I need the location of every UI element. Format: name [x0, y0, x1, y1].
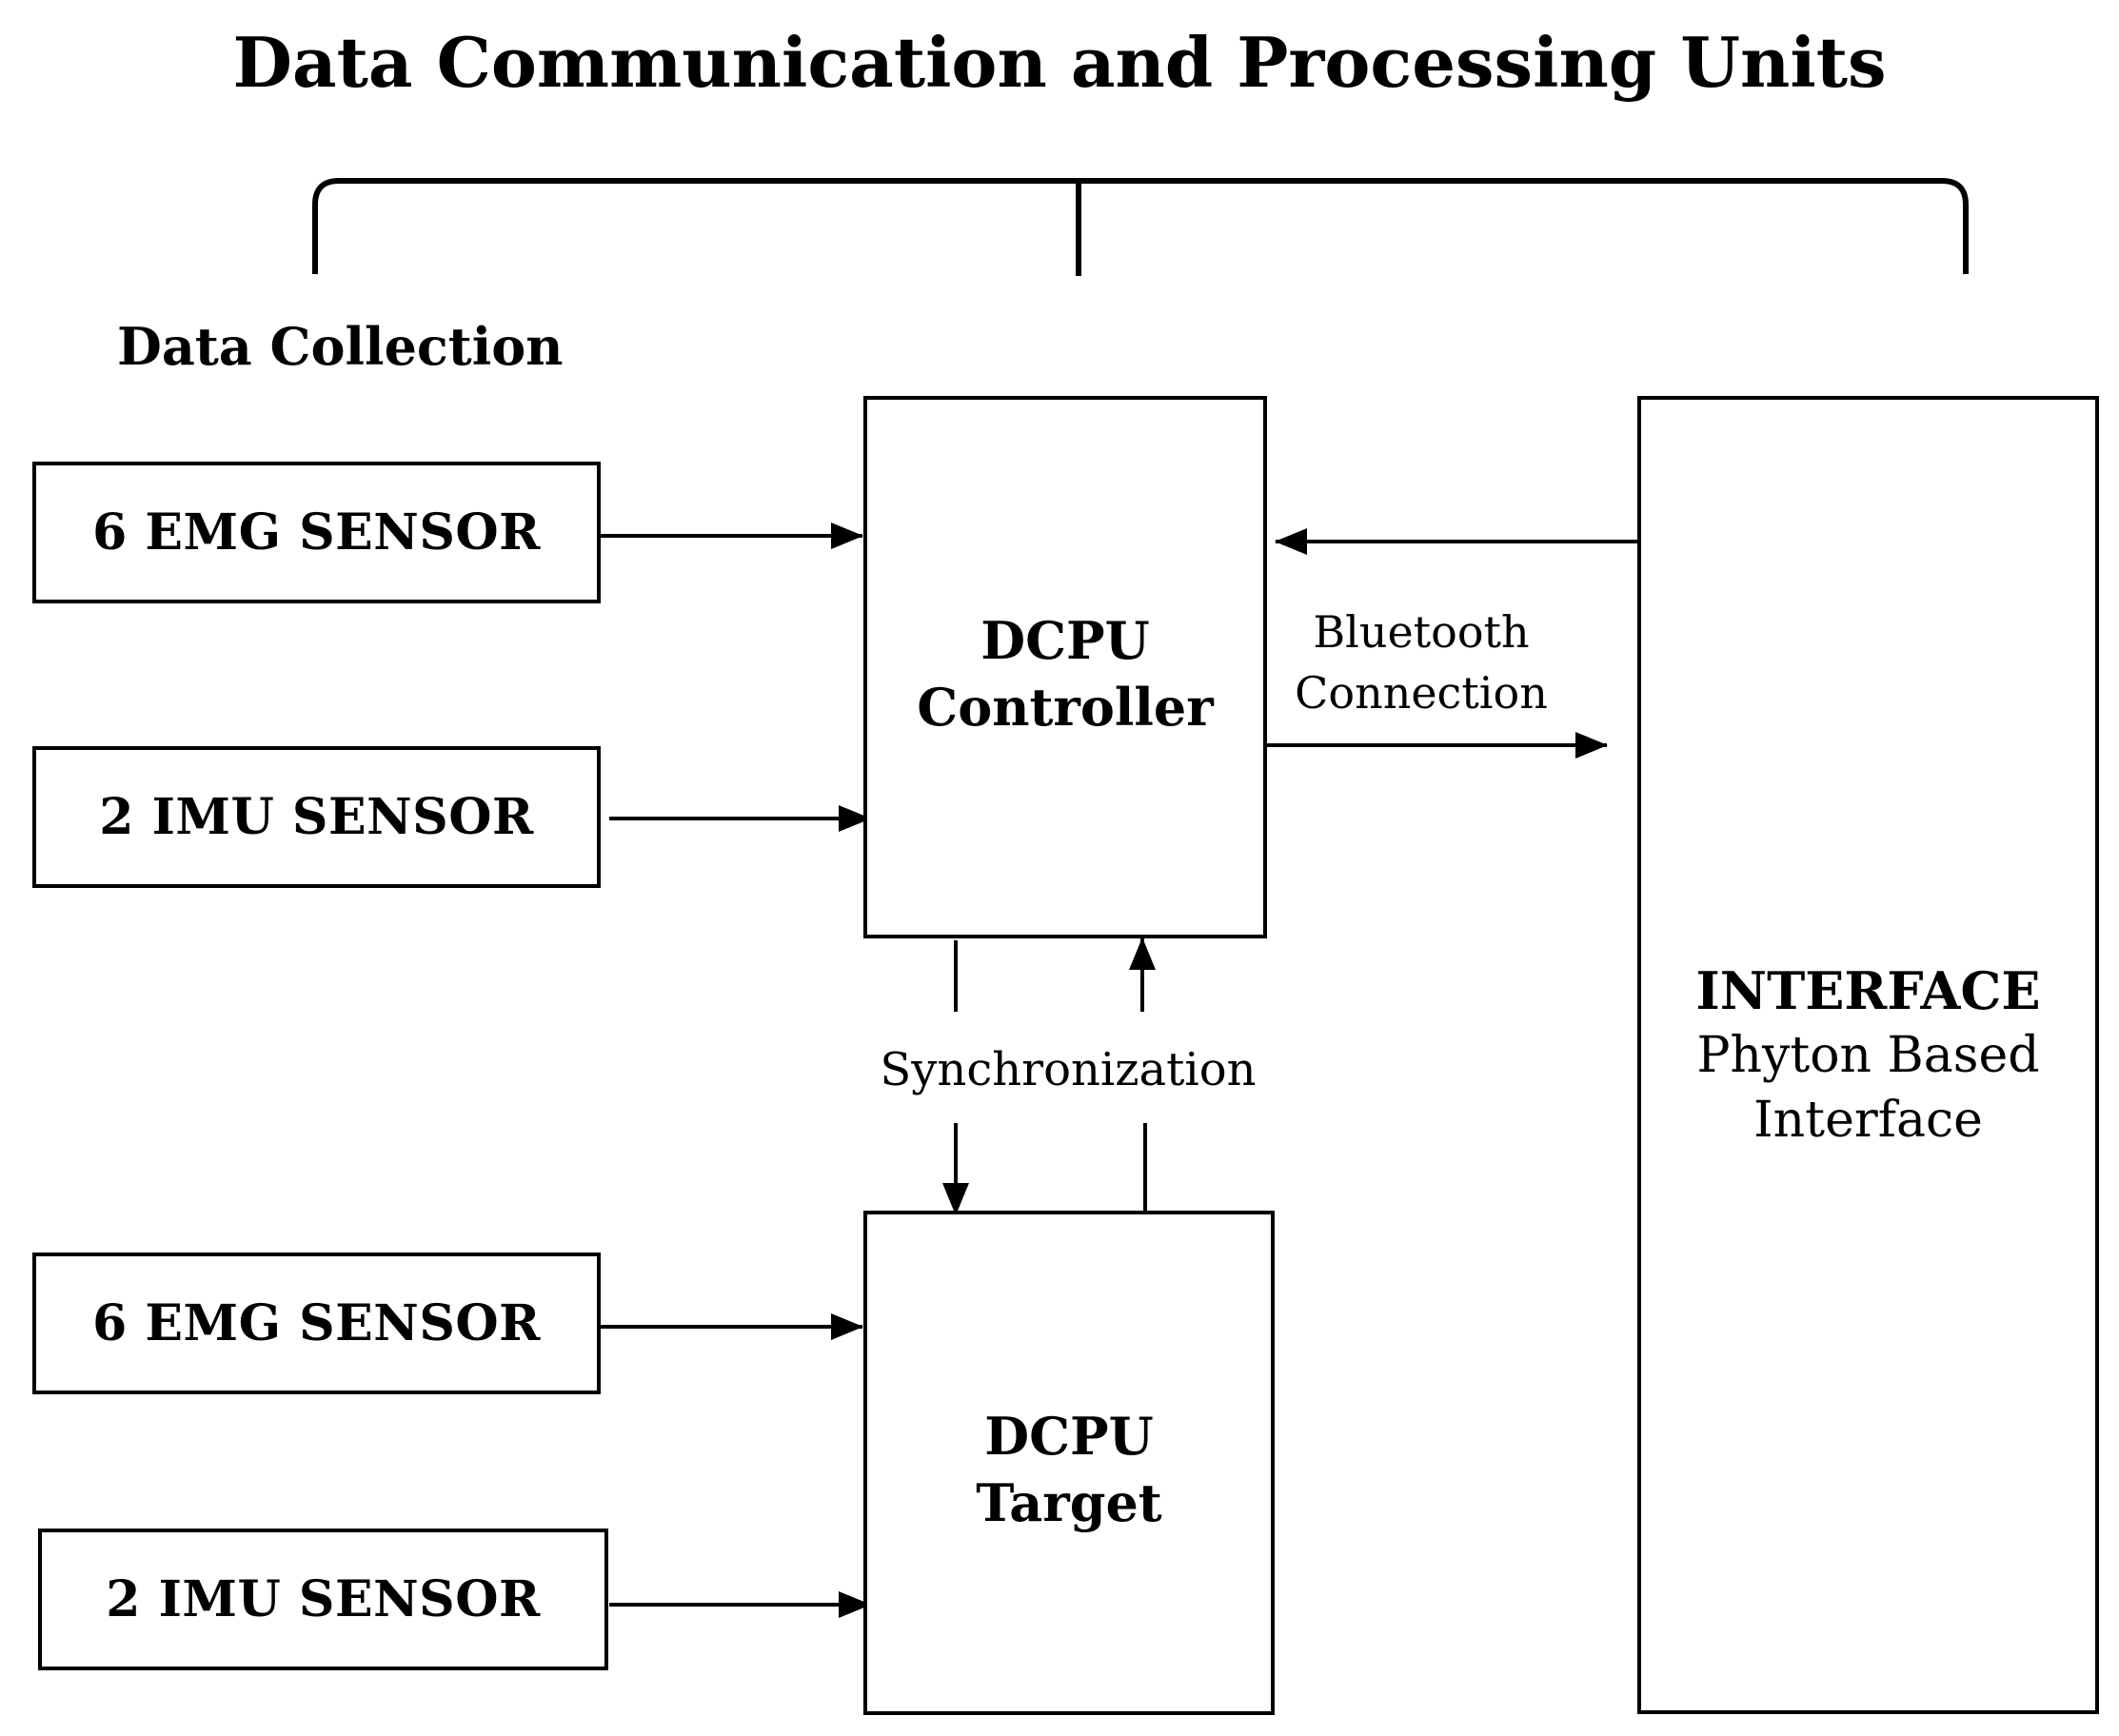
dcpu-controller-line2: Controller: [917, 677, 1214, 739]
bluetooth-line2: Connection: [1295, 667, 1548, 720]
controller-emg-sensor-box: 6 EMG SENSOR: [32, 462, 601, 603]
interface-line3: Interface: [1753, 1091, 1983, 1149]
bluetooth-line1: Bluetooth: [1313, 606, 1530, 658]
controller-imu-sensor-label: 2 IMU SENSOR: [99, 788, 534, 846]
interface-line2: Phyton Based: [1696, 1027, 2040, 1084]
dcpu-controller-box: DCPU Controller: [863, 396, 1267, 938]
target-emg-sensor-box: 6 EMG SENSOR: [32, 1253, 601, 1394]
dcpu-target-box: DCPU Target: [863, 1211, 1275, 1715]
controller-emg-sensor-label: 6 EMG SENSOR: [92, 503, 541, 562]
controller-imu-sensor-box: 2 IMU SENSOR: [32, 746, 601, 888]
dcpu-controller-line1: DCPU: [980, 610, 1150, 671]
synchronization-label: Synchronization: [880, 1043, 1257, 1096]
target-imu-sensor-label: 2 IMU SENSOR: [106, 1570, 541, 1628]
target-imu-sensor-box: 2 IMU SENSOR: [38, 1529, 608, 1670]
interface-title: INTERFACE: [1695, 959, 2041, 1021]
bluetooth-connection-label: Bluetooth Connection: [1283, 602, 1559, 724]
interface-box: INTERFACE Phyton Based Interface: [1637, 396, 2099, 1714]
top-bracket: [312, 178, 1969, 274]
dcpu-target-line2: Target: [976, 1472, 1162, 1534]
diagram-title: Data Communication and Processing Units: [232, 22, 1887, 103]
dcpu-target-line1: DCPU: [984, 1406, 1154, 1467]
target-emg-sensor-label: 6 EMG SENSOR: [92, 1294, 541, 1352]
data-collection-label: Data Collection: [117, 316, 564, 377]
